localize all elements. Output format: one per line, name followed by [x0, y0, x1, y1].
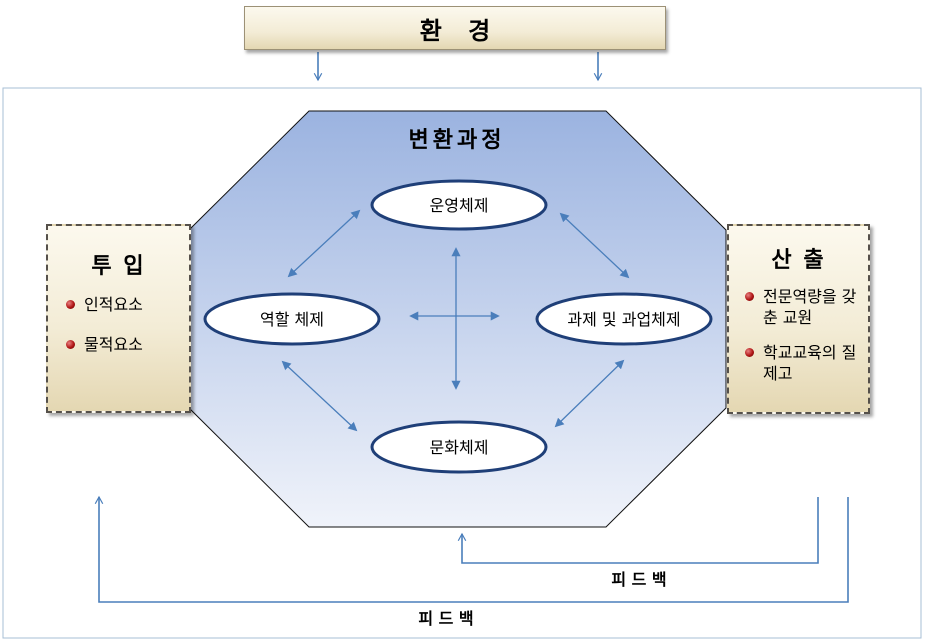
node-operation-system	[370, 179, 548, 231]
output-item: 학교교육의 질 제고	[745, 342, 862, 384]
node-operation-system-label: 운영체제	[430, 196, 489, 215]
output-list: 전문역량을 갖춘 교원 학교교육의 질 제고	[729, 286, 868, 384]
input-list: 인적요소 물적요소	[48, 294, 189, 355]
output-title: 산 출	[771, 248, 826, 273]
input-item-label: 물적요소	[84, 335, 143, 354]
arrow-operation-task	[559, 212, 630, 279]
feedback-inner-label: 피 드 백	[611, 570, 666, 589]
system-boundary-frame	[2, 87, 922, 639]
input-title: 투 입	[91, 254, 146, 279]
input-item-label: 인적요소	[84, 295, 143, 314]
bullet-icon	[66, 300, 75, 309]
environment-title: 환 경	[419, 16, 491, 45]
input-item: 인적요소	[66, 294, 189, 315]
arrow-role-culture	[281, 360, 358, 432]
input-box: 투 입 인적요소 물적요소	[46, 224, 191, 413]
input-item: 물적요소	[66, 334, 189, 355]
node-culture-system	[370, 420, 548, 474]
node-role-system	[203, 292, 381, 346]
output-item: 전문역량을 갖춘 교원	[745, 286, 862, 328]
output-item-label: 학교교육의 질 제고	[763, 343, 857, 383]
arrow-operation-role	[287, 209, 361, 278]
arrow-task-culture	[554, 359, 625, 428]
transformation-title: 변환과정	[409, 128, 506, 153]
node-task-system-label: 과제 및 과업체제	[567, 310, 680, 329]
output-item-label: 전문역량을 갖춘 교원	[763, 287, 857, 327]
node-task-system	[535, 292, 713, 346]
environment-box: 환 경	[244, 6, 666, 50]
feedback-inner-loop	[457, 497, 819, 564]
feedback-outer-loop	[94, 495, 849, 603]
node-culture-system-label: 문화체제	[430, 438, 489, 457]
bullet-icon	[745, 292, 754, 301]
bullet-icon	[66, 340, 75, 349]
feedback-outer-label: 피 드 백	[418, 609, 473, 628]
output-box: 산 출 전문역량을 갖춘 교원 학교교육의 질 제고	[727, 224, 870, 414]
bullet-icon	[745, 348, 754, 357]
node-role-system-label: 역할 체제	[260, 310, 324, 329]
